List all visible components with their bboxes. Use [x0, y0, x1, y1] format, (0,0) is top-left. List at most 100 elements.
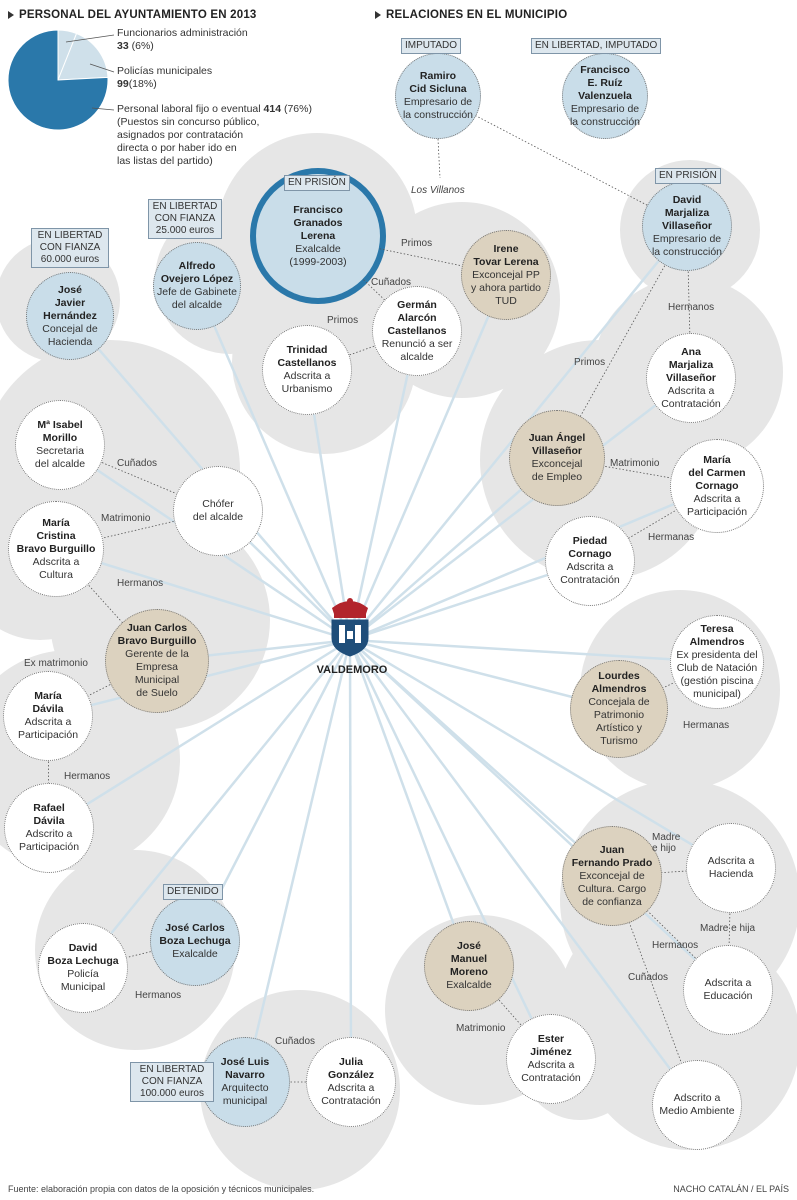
- relation-matrimonio-moreno-ester: Matrimonio: [456, 1023, 506, 1034]
- node-desc-line: Adscrito a: [673, 1092, 721, 1104]
- staff-section-title: PERSONAL DEL AYUNTAMIENTO EN 2013: [8, 9, 257, 21]
- link-juan-angel-maria-carmen: [556, 457, 718, 487]
- status-line: EN LIBERTAD: [139, 1064, 205, 1075]
- relation-villanos: Los Villanos: [411, 185, 465, 196]
- node-desc-line: Hacienda: [708, 868, 754, 880]
- spoke-irene: [348, 274, 508, 641]
- node-name-line: Rafael: [33, 802, 65, 814]
- relation-matrimonio-juanangel-carmen: Matrimonio: [610, 458, 660, 469]
- status-prision-granados: EN PRISIÓN: [284, 175, 350, 191]
- node-desc-line: TUD: [495, 294, 517, 307]
- status-line: CON FIANZA: [141, 1076, 203, 1087]
- node-name-line: Almendros: [689, 636, 745, 648]
- status-prision-marjaliza: EN PRISIÓN: [655, 168, 721, 184]
- node-desc-line: Adscrita a: [32, 555, 80, 568]
- link-villanos: [437, 138, 441, 179]
- relation-madre-hija: Madre e hija: [700, 923, 756, 934]
- pie-label-funcionarios: Funcionarios administración 33 (6%): [117, 27, 248, 52]
- pie-label-laboral: Personal laboral fijo o eventual 414 (76…: [117, 103, 312, 167]
- node-name-line: Almendros: [591, 683, 647, 695]
- node-desc-line: Turismo: [600, 735, 638, 747]
- section-arrow-icon: [375, 10, 381, 19]
- node-name-line: Boza Lechuga: [47, 955, 119, 967]
- node-desc-line: del alcalde: [171, 299, 223, 311]
- relation-hermanas-carmen-piedad: Hermanas: [648, 532, 695, 543]
- node-name-line: José Luis: [220, 1056, 270, 1068]
- node-desc-line: Concejal de: [42, 322, 98, 335]
- node-name-line: Juan Ángel: [528, 432, 586, 444]
- spoke-german: [348, 330, 419, 641]
- relation-hermanos-prado: Hermanos: [652, 940, 699, 951]
- status-detenido: DETENIDO: [163, 884, 223, 900]
- node-name-line: Teresa: [700, 623, 734, 635]
- spoke-julia: [348, 639, 353, 1083]
- node-desc-line: Cultura. Cargo: [577, 882, 647, 895]
- relation-hermanas-teresa-lourdes: Hermanas: [683, 720, 730, 731]
- relation-cunados-prado: Cuñados: [628, 972, 669, 983]
- node-desc-line: Exconcejal de: [579, 869, 645, 882]
- node-desc-line: Empresario de: [403, 96, 473, 108]
- node-name-line: Cid Sicluna: [409, 83, 467, 95]
- pie-pointer: [89, 63, 115, 73]
- node-name-line: Marjaliza: [664, 206, 710, 219]
- node-name-line: Hernández: [43, 309, 97, 322]
- node-name-line: Valenzuela: [578, 89, 632, 102]
- node-desc-line: la construcción: [402, 109, 474, 121]
- node-name-line: Granados: [293, 216, 343, 229]
- node-desc-line: Club de Natación: [676, 662, 758, 674]
- node-name-line: del Carmen: [688, 466, 746, 479]
- spoke-hacienda: [349, 638, 732, 870]
- node-name-line: Villaseñor: [662, 219, 712, 232]
- relation-exmatrimonio: Ex matrimonio: [24, 658, 88, 669]
- node-name-line: Francisco: [580, 63, 630, 76]
- relation-primos-marjaliza-juanangel: Primos: [574, 357, 606, 368]
- node-desc-line: la construcción: [569, 115, 641, 128]
- node-desc-line: Chófer: [202, 498, 234, 510]
- node-desc-line: Contratación: [521, 1072, 581, 1084]
- node-name-line: Germán: [397, 298, 437, 311]
- node-desc-line: municipal: [222, 1095, 268, 1107]
- node-desc-line: Empresario de: [570, 102, 640, 115]
- node-desc-line: Municipal: [60, 981, 106, 993]
- pie-slice-2: [7, 29, 109, 131]
- node-name-line: Manuel: [450, 953, 488, 965]
- node-desc-line: Adscrita a: [667, 384, 715, 397]
- spoke-ana: [349, 377, 692, 641]
- relation-hermanos-marjaliza-ana: Hermanos: [668, 302, 715, 313]
- node-name-line: Castellanos: [277, 357, 337, 369]
- pie-label-policias: Policías municipales 99(18%): [117, 65, 213, 90]
- relation-primos-german-trinidad: Primos: [327, 315, 359, 326]
- relation-cunados-isabel-chofer: Cuñados: [117, 458, 158, 469]
- status-line: CON FIANZA: [39, 242, 101, 253]
- node-name-line: David: [68, 942, 98, 954]
- relation-cunados-granados-german: Cuñados: [371, 277, 412, 288]
- node-desc-line: (1999-2003): [289, 255, 347, 268]
- relation-primos-granados-irene: Primos: [401, 238, 433, 249]
- node-desc-line: Secretaria: [36, 445, 84, 457]
- relation-line: Madre: [652, 832, 681, 843]
- valdemoro-label: VALDEMORO: [316, 664, 388, 676]
- node-name-line: Juan Carlos: [126, 622, 188, 634]
- pie-pointer: [65, 34, 115, 43]
- source-note: Fuente: elaboración propia con datos de …: [8, 1184, 315, 1194]
- node-name-line: Lourdes: [598, 670, 640, 682]
- node-desc-line: Adscrito a: [25, 828, 73, 840]
